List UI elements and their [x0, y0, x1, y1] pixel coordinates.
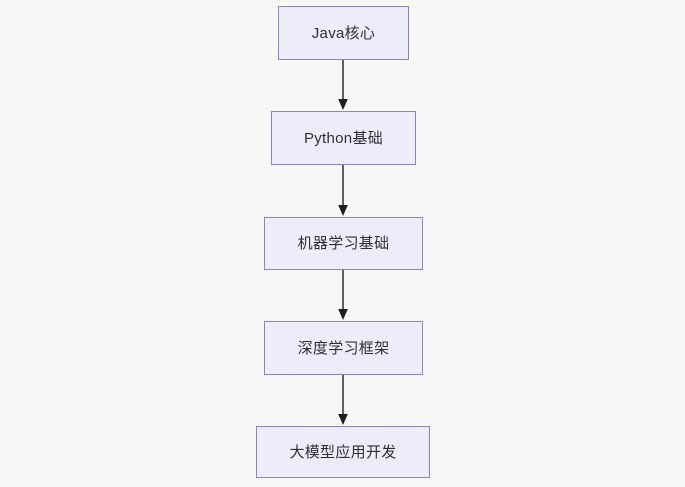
edge-node3-to-node4	[334, 270, 352, 321]
edge-node1-to-node2	[334, 60, 352, 111]
flowchart-node-label: 大模型应用开发	[289, 443, 397, 461]
flowchart-node-label: 深度学习框架	[297, 339, 390, 357]
flowchart-node-java-core[interactable]: Java核心	[278, 6, 409, 60]
flowchart-node-label: Java核心	[311, 24, 376, 42]
flowchart-node-machine-learning-basics[interactable]: 机器学习基础	[264, 217, 423, 270]
flowchart-node-deep-learning-frameworks[interactable]: 深度学习框架	[264, 321, 423, 375]
flowchart-node-large-model-application-development[interactable]: 大模型应用开发	[256, 426, 430, 478]
flowchart-node-label: 机器学习基础	[297, 235, 390, 252]
edge-node2-to-node3	[334, 165, 352, 217]
flowchart-node-label: Python基础	[303, 129, 384, 147]
flowchart-node-python-basics[interactable]: Python基础	[271, 111, 416, 165]
edge-node4-to-node5	[334, 375, 352, 426]
